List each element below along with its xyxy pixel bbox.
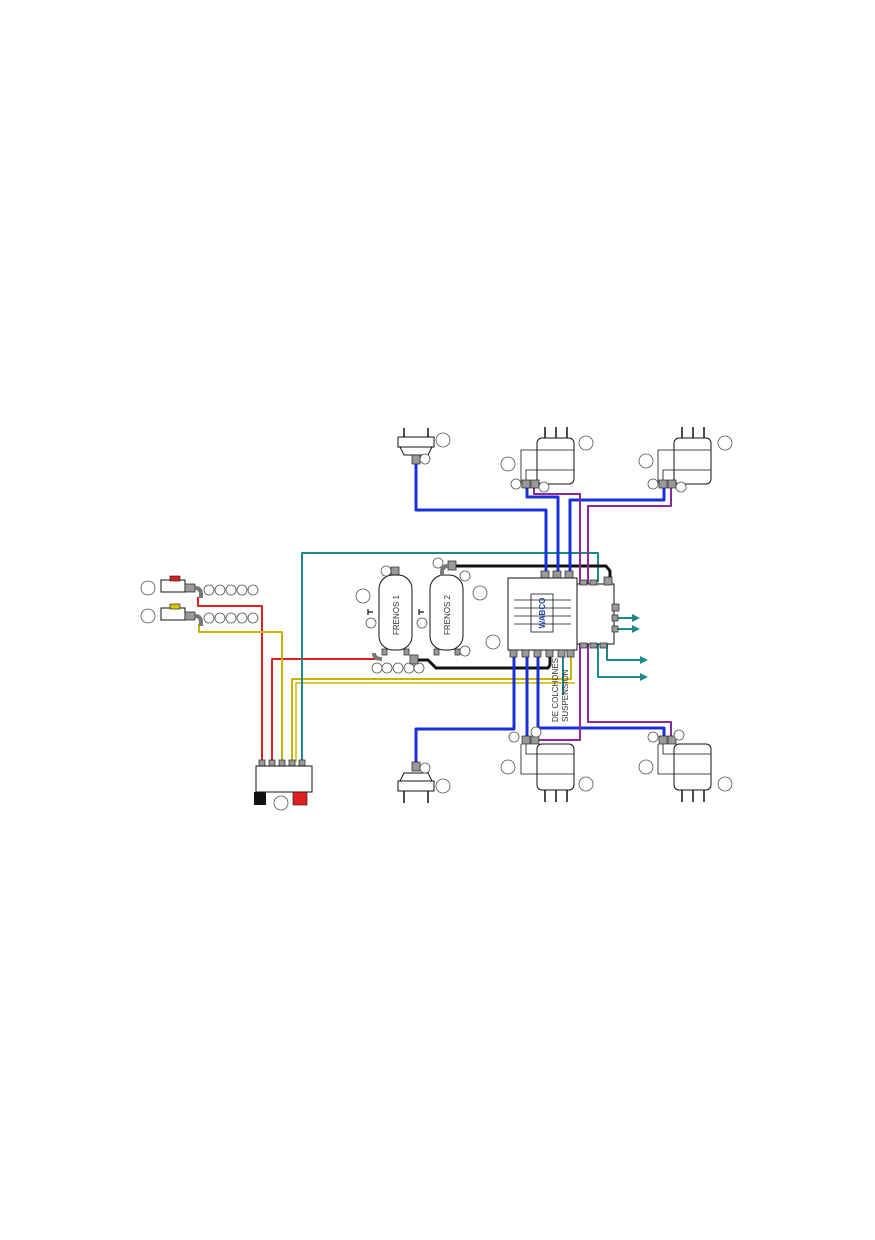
tank-2-label: FRENOS 2 (443, 594, 452, 635)
arrow-icon (640, 673, 648, 681)
arrow-icon (632, 625, 640, 633)
brake-chamber-top-left (397, 428, 451, 465)
tank-frenos-1: FRENOS 1 (355, 565, 413, 674)
modulator-brand: WABCO (538, 598, 547, 629)
tank-frenos-2: FRENOS 2 (392, 557, 488, 674)
tank-1-label: FRENOS 1 (392, 594, 401, 635)
pipe-blue-top-mid (525, 486, 560, 576)
trailer-valve (254, 759, 313, 811)
coupling-red (140, 575, 259, 598)
brake-chamber-bottom-left (397, 761, 451, 803)
pipe-teal-out-1 (606, 644, 640, 661)
suspension-note-line1: DE COLCHONES (551, 658, 560, 722)
pipes (197, 463, 672, 765)
pipe-blue-bottom-left (414, 650, 516, 765)
spring-chamber-top-mid (500, 427, 594, 493)
spring-chamber-bottom-mid (500, 726, 594, 802)
pipe-blue-top-right (568, 486, 666, 576)
wabco-modulator: WABCO (485, 570, 620, 658)
spring-chamber-top-right (638, 427, 733, 493)
pipe-red-to-tank (271, 658, 382, 762)
suspension-note-line2: SUSPENSION (561, 669, 570, 722)
suspension-note: DE COLCHONES SUSPENSION (551, 658, 570, 722)
coupling-yellow (140, 603, 259, 626)
pipe-blue-bottom-right (536, 650, 666, 738)
teal-arrows (632, 614, 648, 681)
pipe-blue-top-left (414, 463, 548, 576)
arrow-icon (632, 614, 640, 622)
pipe-red-supply (197, 597, 263, 762)
arrow-icon (640, 656, 648, 664)
pipe-yellow-to-valve (291, 650, 572, 762)
pipe-yellow-control (198, 624, 283, 762)
spring-chamber-bottom-right (638, 729, 733, 802)
pipe-yellow-to-valve-inner (295, 682, 575, 762)
pipe-black-top (454, 564, 612, 580)
pipe-purple-top-1 (533, 486, 581, 741)
pipe-black-bottom (418, 650, 552, 670)
pipe-teal-out-2 (597, 644, 640, 678)
